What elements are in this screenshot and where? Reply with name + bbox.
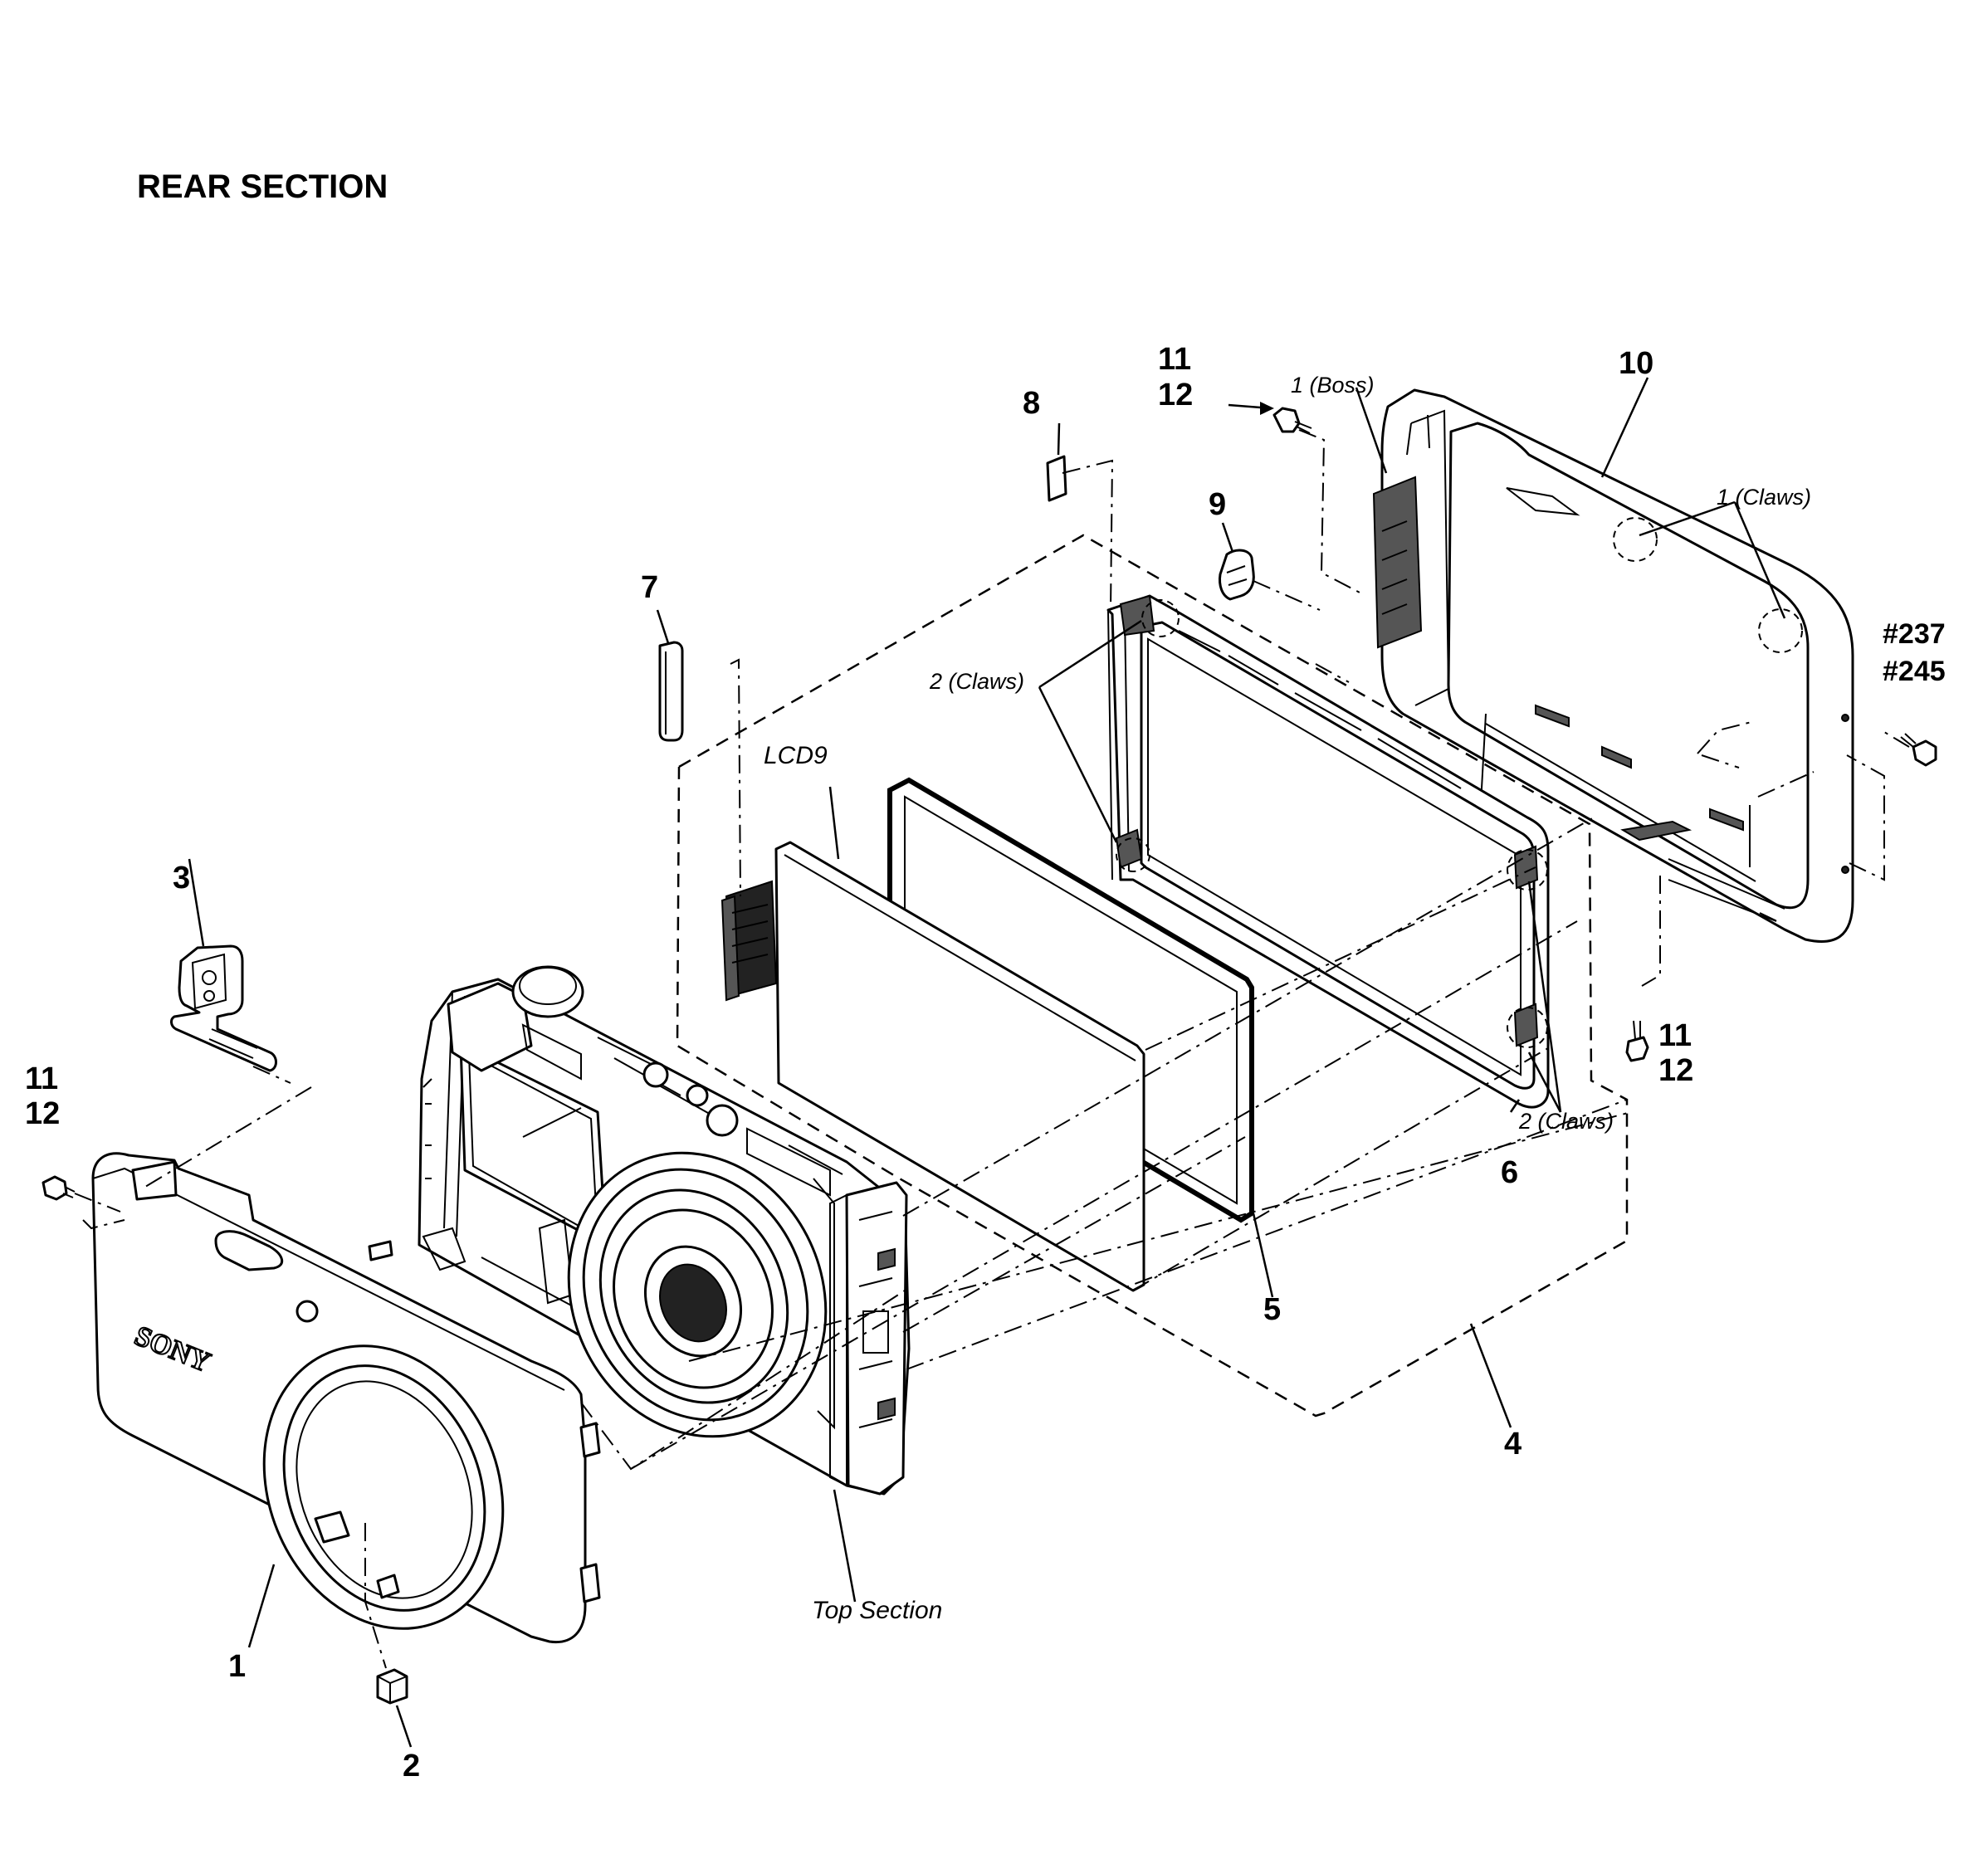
assembly-lines — [74, 429, 1910, 1669]
callout-10: 10 — [1619, 346, 1653, 381]
ref-number-245: #245 — [1883, 656, 1946, 687]
screw-top-icon — [1272, 407, 1312, 434]
callout-1: 1 — [228, 1649, 246, 1684]
part-8-sheet — [1046, 455, 1067, 502]
part-2-cube — [376, 1668, 408, 1705]
part-9-clip — [1219, 549, 1255, 601]
claws-note-top-right: 1 (Claws) — [1717, 485, 1811, 510]
front-cabinet-part-1: SONY — [91, 1152, 601, 1644]
top-section-label: Top Section — [812, 1597, 942, 1624]
assembly-4-boundary — [676, 534, 1629, 1418]
callout-screw-top-11: 11 — [1158, 342, 1191, 377]
claws-note-frame-right: 2 (Claws) — [1518, 1109, 1614, 1134]
callout-7: 7 — [641, 570, 658, 605]
callout-4: 4 — [1504, 1427, 1522, 1461]
callout-5: 5 — [1263, 1292, 1281, 1327]
callout-screw-right-11: 11 — [1658, 1018, 1692, 1053]
callout-screw-right-12: 12 — [1658, 1053, 1693, 1088]
callout-6: 6 — [1501, 1155, 1518, 1190]
part-7-strip — [658, 641, 684, 742]
callout-9: 9 — [1209, 487, 1226, 522]
arrow-head-icon — [1260, 402, 1274, 415]
annotation-labels: 1 (Boss) 1 (Claws) 2 (Claws) 2 (Claws) L… — [764, 373, 1811, 1624]
callout-3: 3 — [173, 861, 190, 895]
section-title: REAR SECTION — [137, 168, 388, 205]
ref-number-237: #237 — [1883, 618, 1946, 650]
lcd-label: LCD9 — [764, 742, 828, 769]
screw-right-top-icon — [1900, 733, 1937, 767]
claws-note-frame-left: 2 (Claws) — [929, 669, 1024, 694]
lcd-panel-lcd9 — [720, 841, 1145, 1292]
boss-note: 1 (Boss) — [1291, 373, 1375, 398]
leader-lines — [188, 377, 1786, 1748]
rear-cabinet-part-10 — [1372, 388, 1854, 943]
screw-right-bottom-icon — [1625, 1020, 1649, 1062]
callout-8: 8 — [1023, 386, 1040, 421]
callout-screw-top-12: 12 — [1158, 378, 1193, 412]
callout-2: 2 — [403, 1749, 420, 1783]
callout-screw-left-11: 11 — [25, 1061, 58, 1096]
part-3-bracket — [170, 944, 277, 1072]
lens-barrel — [567, 1151, 835, 1438]
callout-labels: 10 11 12 8 9 7 #237 #245 3 11 12 6 11 12… — [25, 342, 1946, 1783]
callout-screw-left-12: 12 — [25, 1096, 60, 1131]
screw-left-icon — [42, 1175, 76, 1201]
